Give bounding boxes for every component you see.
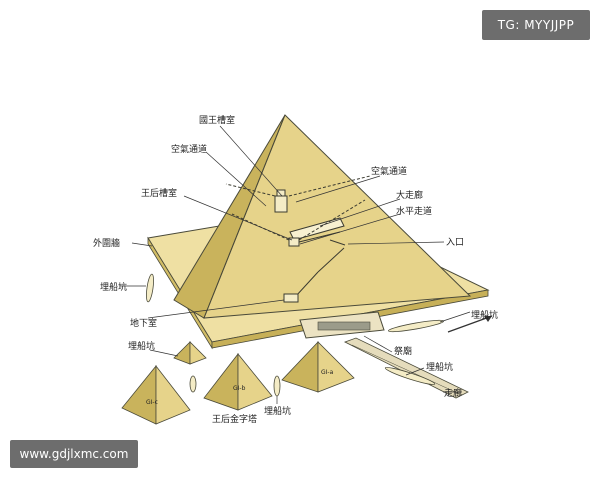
watermark-top-right: TG: MYYJJPP [482,10,590,40]
queens-pyramid-gi-c: GI-c [121,364,191,425]
queens-pyramid-gi-b: GI-b [203,352,273,411]
boat-pit-small-1 [189,375,197,393]
label-boat-pit-bottom: 埋船坑 [264,405,291,417]
label-entrance: 入口 [446,237,464,248]
interior-passages [225,175,371,303]
label-horizontal-passage: 水平走道 [396,205,432,217]
label-kings-chamber: 國王槽室 [199,114,235,126]
satellite-pyramid [173,341,207,365]
boat-pit-small-2 [273,375,281,397]
label-boat-pit-far-right: 埋船坑 [426,361,453,373]
direction-arrow [447,315,493,333]
queens-pyramid-gi-a: GI-a [281,340,355,393]
label-subterranean-chamber: 地下室 [130,317,157,329]
label-causeway: 走廊 [444,387,462,399]
boat-pits [146,273,444,397]
boat-pit-south-east [388,319,444,333]
gi-c-tag: GI-c [146,399,158,406]
label-queens-chamber: 王后槽室 [141,187,177,199]
label-grand-gallery: 大走廊 [396,189,423,201]
gi-a-tag: GI-a [321,369,334,376]
boat-pit-west [146,273,154,303]
label-enclosure-wall: 外圍牆 [93,237,120,249]
kings-chamber-block [274,195,288,213]
label-queens-pyramids: 王后金字塔 [212,413,257,425]
label-boat-pit-right: 埋船坑 [471,309,498,321]
label-air-shaft-right: 空氣通道 [371,165,407,177]
watermark-bottom-left: www.gdjlxmc.com [10,440,138,468]
label-air-shaft-left: 空氣通道 [171,143,207,155]
label-boat-pit-left: 埋船坑 [100,281,127,293]
leader-lines [120,125,471,404]
label-causeway-temple: 祭廟 [394,345,412,357]
label-boat-pit-lower-left: 埋船坑 [128,340,155,352]
gi-b-tag: GI-b [233,385,246,392]
subterranean-chamber-block [283,293,299,303]
